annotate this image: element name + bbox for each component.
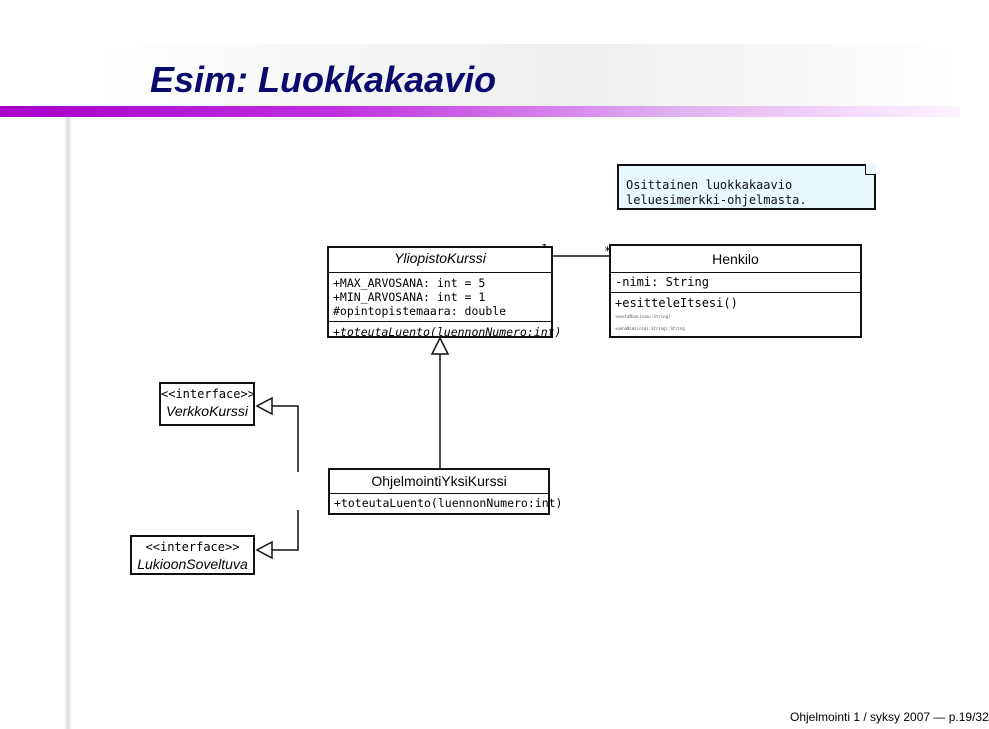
note-text: Osittainen luokkakaavio leluesimerkki-oh… <box>626 178 807 207</box>
attribute: -nimi: String <box>615 275 709 289</box>
interface-stereotype: <<interface>> <box>145 540 240 554</box>
operations-section: +esitteleItsesi() <box>611 292 860 310</box>
class-name: YliopistoKurssi <box>394 250 486 266</box>
title-underline-bar <box>0 106 960 117</box>
class-name: OhjelmointiYksiKurssi <box>330 470 548 494</box>
interface-lukioonsoveltuva: <<interface>> LukioonSoveltuva <box>130 535 255 575</box>
operation: +toteutaLuento(luennonNumero:int) <box>334 496 563 510</box>
interface-verkkokurssi: <<interface>> VerkkoKurssi <box>159 382 255 426</box>
interface-name: LukioonSoveltuva <box>137 556 248 572</box>
operation-small: +annaNimi(nimi:String):String <box>615 326 685 331</box>
diagram-connectors <box>255 255 609 560</box>
realization-arrowhead-lukioonsoveltuva <box>255 540 273 560</box>
slide-footer: Ohjelmointi 1 / syksy 2007 — p.19/32 <box>790 710 989 724</box>
interface-name: VerkkoKurssi <box>166 403 248 419</box>
multiplicity-many: * <box>604 244 612 258</box>
operations-section: +toteutaLuento(luennonNumero:int) <box>330 494 563 513</box>
note-box: Osittainen luokkakaavio leluesimerkki-oh… <box>617 164 876 210</box>
left-decor-line <box>64 44 72 729</box>
slide-title: Esim: Luokkakaavio <box>150 59 497 100</box>
note-corner-fold <box>865 164 876 175</box>
realization-line-verkkokurssi <box>272 405 299 472</box>
attributes-section: -nimi: String <box>611 273 860 292</box>
operations-section: +toteutaLuento(luennonNumero:int) <box>329 321 562 342</box>
class-name: Henkilo <box>611 246 860 273</box>
realization-arrowhead-verkkokurssi <box>255 396 273 416</box>
title-background <box>0 44 960 106</box>
small-operations: +asetaNimi(nimi:String) +annaNimi(nimi:S… <box>611 310 860 334</box>
class-henkilo: Henkilo -nimi: String +esitteleItsesi() … <box>609 244 862 338</box>
attribute: +MIN_ARVOSANA: int = 1 <box>333 290 486 304</box>
operation: +esitteleItsesi() <box>615 296 738 310</box>
attribute: #opintopistemaara: double <box>333 304 507 318</box>
operation: +toteutaLuento(luennonNumero:int) <box>333 325 562 339</box>
realization-line-lukioonsoveltuva <box>272 510 299 551</box>
class-ohjelmointiyksikurssi: OhjelmointiYksiKurssi +toteutaLuento(lue… <box>328 468 563 515</box>
attributes-section: +MAX_ARVOSANA: int = 5 +MIN_ARVOSANA: in… <box>329 272 551 321</box>
attribute: +MAX_ARVOSANA: int = 5 <box>333 276 486 290</box>
interface-stereotype: <<interface>> <box>161 387 255 401</box>
generalization-arrowhead <box>430 336 450 355</box>
class-yliopistokurssi: YliopistoKurssi +MAX_ARVOSANA: int = 5 +… <box>327 246 561 339</box>
operation-small: +asetaNimi(nimi:String) <box>615 314 671 319</box>
